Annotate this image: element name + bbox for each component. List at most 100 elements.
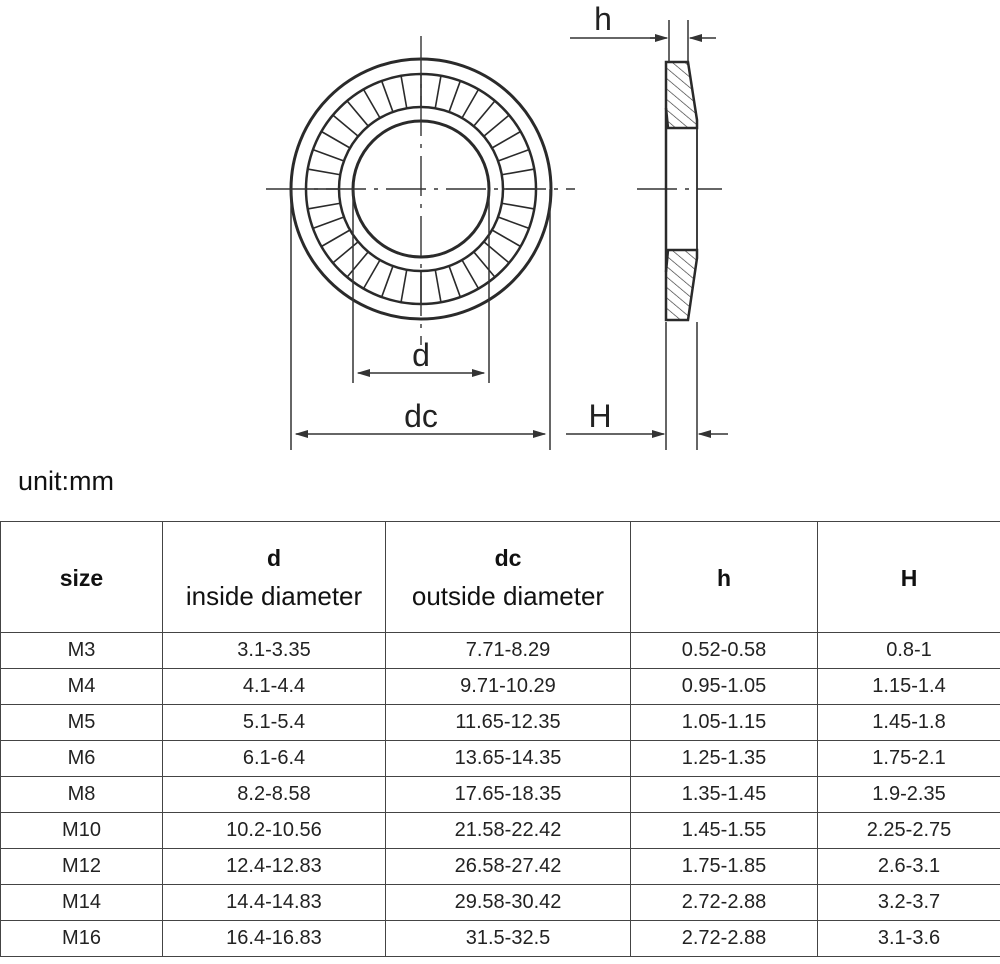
cell-size: M14 bbox=[0, 884, 163, 921]
serration-tooth bbox=[380, 265, 394, 298]
cell-H: 0.8-1 bbox=[817, 632, 1000, 669]
table-header-row: size d inside diameter dc outside diamet… bbox=[0, 521, 1000, 633]
side-upper-section bbox=[664, 60, 699, 130]
serration-tooth bbox=[400, 269, 408, 303]
cell-h: 1.75-1.85 bbox=[630, 848, 818, 885]
cell-dc: 21.58-22.42 bbox=[385, 812, 631, 849]
serration-tooth bbox=[497, 216, 530, 230]
cell-size: M3 bbox=[0, 632, 163, 669]
serration-tooth bbox=[346, 100, 369, 127]
cell-h: 2.72-2.88 bbox=[630, 884, 818, 921]
header-dc: dc outside diameter bbox=[385, 521, 631, 633]
header-size-label: size bbox=[59, 564, 104, 591]
serration-tooth bbox=[448, 265, 462, 298]
header-dc-symbol: dc bbox=[494, 545, 522, 571]
serration-tooth bbox=[501, 168, 535, 176]
cell-H: 1.15-1.4 bbox=[817, 668, 1000, 705]
cell-H: 1.9-2.35 bbox=[817, 776, 1000, 813]
serration-tooth bbox=[497, 148, 530, 162]
serration-tooth bbox=[483, 114, 510, 137]
cell-size: M4 bbox=[0, 668, 163, 705]
header-d-desc: inside diameter bbox=[185, 581, 363, 611]
cell-H: 2.25-2.75 bbox=[817, 812, 1000, 849]
cell-dc: 13.65-14.35 bbox=[385, 740, 631, 777]
header-H: H bbox=[817, 521, 1000, 633]
cell-h: 1.45-1.55 bbox=[630, 812, 818, 849]
serration-tooth bbox=[332, 241, 359, 264]
cell-size: M8 bbox=[0, 776, 163, 813]
cell-dc: 11.65-12.35 bbox=[385, 704, 631, 741]
serration-tooth bbox=[501, 202, 535, 210]
serration-tooth bbox=[461, 259, 480, 289]
cell-dc: 31.5-32.5 bbox=[385, 920, 631, 957]
cell-H: 3.2-3.7 bbox=[817, 884, 1000, 921]
serration-tooth bbox=[312, 216, 345, 230]
cell-d: 8.2-8.58 bbox=[162, 776, 386, 813]
cell-d: 10.2-10.56 bbox=[162, 812, 386, 849]
serration-tooth bbox=[312, 148, 345, 162]
serration-tooth bbox=[491, 130, 521, 149]
cell-h: 1.25-1.35 bbox=[630, 740, 818, 777]
serration-tooth bbox=[307, 202, 341, 210]
serration-tooth bbox=[461, 89, 480, 119]
cell-H: 3.1-3.6 bbox=[817, 920, 1000, 957]
cell-d: 4.1-4.4 bbox=[162, 668, 386, 705]
serration-tooth bbox=[307, 168, 341, 176]
dimension-h bbox=[570, 20, 716, 62]
serration-tooth bbox=[346, 251, 369, 278]
serration-tooth bbox=[434, 269, 442, 303]
serration-tooth bbox=[321, 130, 351, 149]
label-d: d bbox=[412, 337, 430, 373]
cell-size: M6 bbox=[0, 740, 163, 777]
cell-h: 0.52-0.58 bbox=[630, 632, 818, 669]
washer-spec-table: size d inside diameter dc outside diamet… bbox=[0, 521, 1000, 957]
serration-tooth bbox=[491, 229, 521, 248]
cell-h: 0.95-1.05 bbox=[630, 668, 818, 705]
cell-size: M10 bbox=[0, 812, 163, 849]
cell-d: 5.1-5.4 bbox=[162, 704, 386, 741]
cell-d: 3.1-3.35 bbox=[162, 632, 386, 669]
serration-tooth bbox=[362, 259, 381, 289]
serration-teeth bbox=[306, 74, 536, 304]
serration-tooth bbox=[448, 80, 462, 113]
cell-dc: 29.58-30.42 bbox=[385, 884, 631, 921]
dimension-dc bbox=[290, 189, 551, 450]
cell-dc: 9.71-10.29 bbox=[385, 668, 631, 705]
serration-tooth bbox=[434, 75, 442, 109]
serration-tooth bbox=[332, 114, 359, 137]
unit-label: unit:mm bbox=[18, 466, 115, 496]
washer-technical-drawing: d dc h H bbox=[266, 1, 728, 450]
header-d: d inside diameter bbox=[162, 521, 386, 633]
serration-tooth bbox=[483, 241, 510, 264]
header-d-symbol: d bbox=[266, 545, 282, 571]
cell-dc: 26.58-27.42 bbox=[385, 848, 631, 885]
cell-h: 1.35-1.45 bbox=[630, 776, 818, 813]
serration-tooth bbox=[473, 100, 496, 127]
header-size: size bbox=[0, 521, 163, 633]
cell-H: 1.75-2.1 bbox=[817, 740, 1000, 777]
label-dc: dc bbox=[404, 398, 438, 434]
cell-d: 12.4-12.83 bbox=[162, 848, 386, 885]
label-H: H bbox=[588, 398, 611, 434]
cell-h: 1.05-1.15 bbox=[630, 704, 818, 741]
serration-tooth bbox=[321, 229, 351, 248]
washer-side-view bbox=[664, 60, 699, 322]
cell-size: M12 bbox=[0, 848, 163, 885]
serration-tooth bbox=[400, 75, 408, 109]
cell-size: M16 bbox=[0, 920, 163, 957]
cell-dc: 17.65-18.35 bbox=[385, 776, 631, 813]
serration-tooth bbox=[362, 89, 381, 119]
cell-H: 1.45-1.8 bbox=[817, 704, 1000, 741]
cell-d: 16.4-16.83 bbox=[162, 920, 386, 957]
cell-d: 6.1-6.4 bbox=[162, 740, 386, 777]
side-lower-section bbox=[664, 248, 699, 322]
cell-dc: 7.71-8.29 bbox=[385, 632, 631, 669]
